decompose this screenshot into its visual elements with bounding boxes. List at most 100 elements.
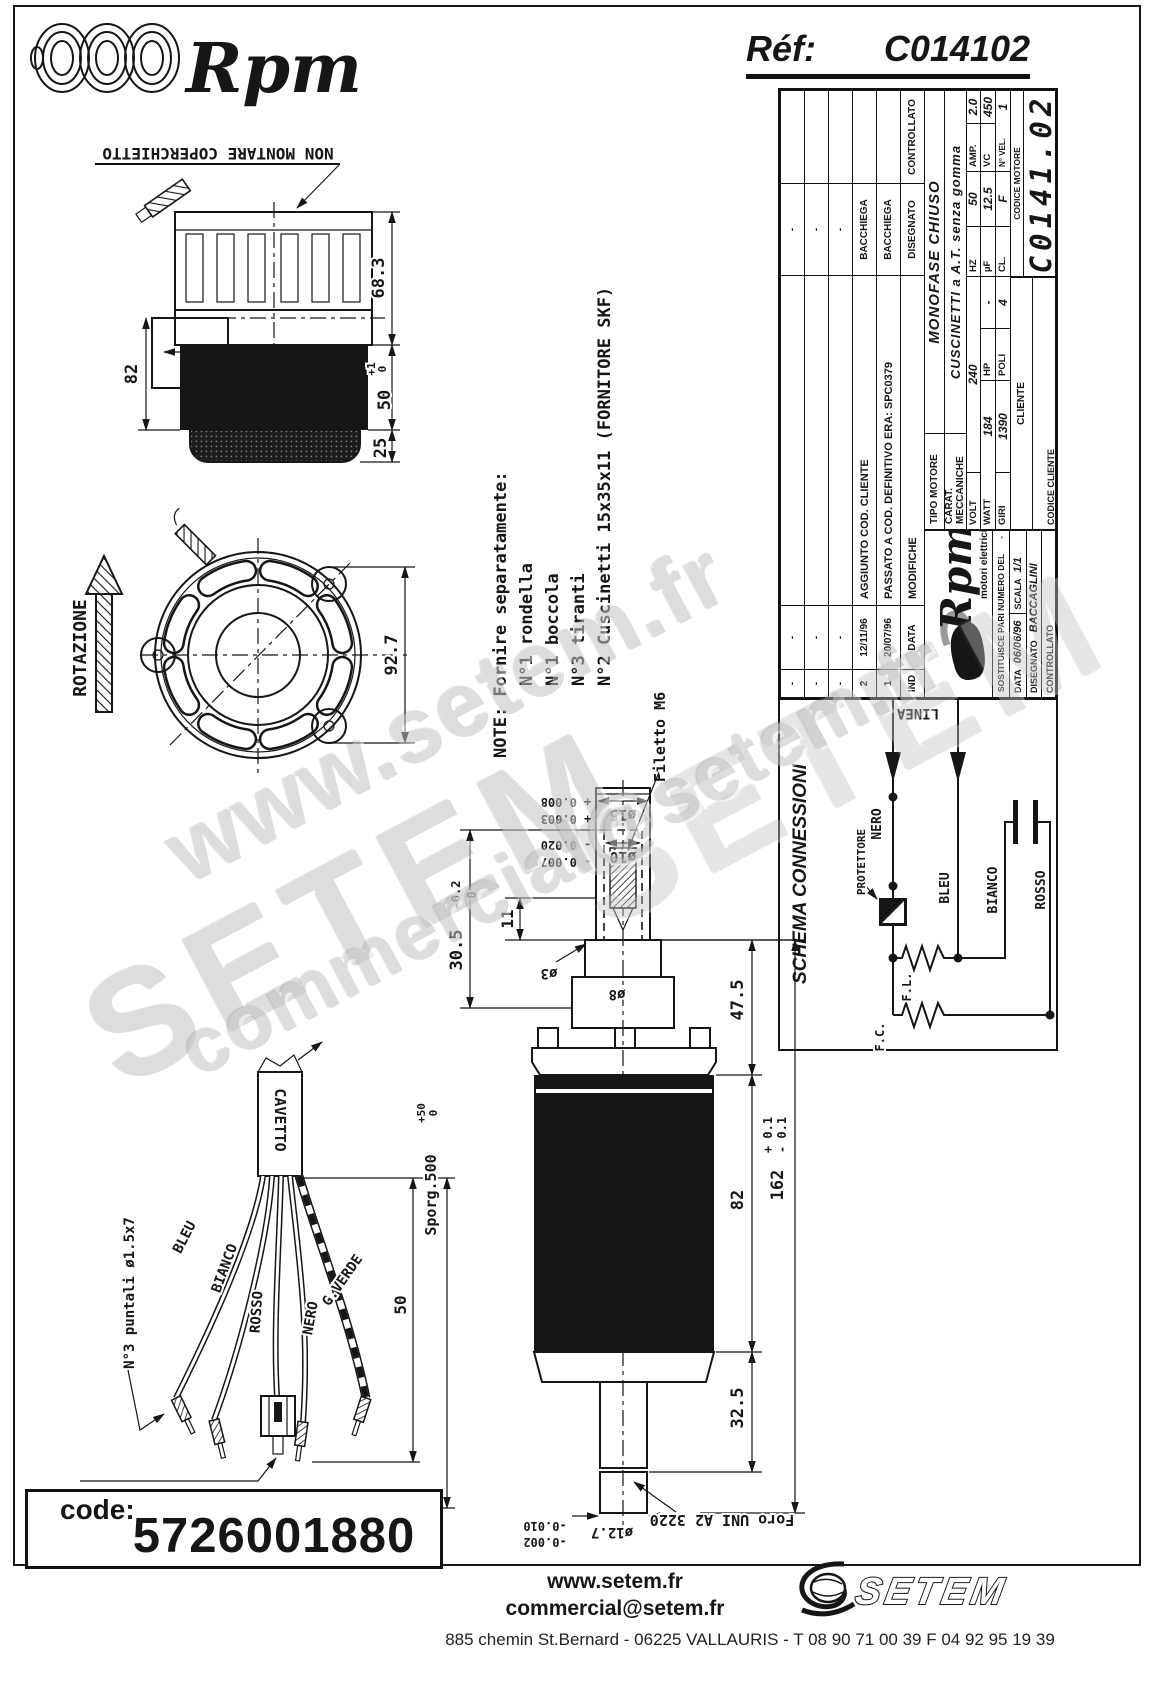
dim-sporg: Sporg.500 — [422, 1154, 440, 1235]
dim-50-tol-hi: +1 — [365, 362, 378, 376]
label-non-montare: NON MONTARE COPERCHIETTO — [102, 144, 333, 163]
codice-cliente-label: CODICE CLIENTE — [1046, 448, 1056, 525]
spec-hz-value: 50 — [966, 171, 981, 226]
spec-nvel-label: N° VEL. — [998, 138, 1008, 167]
disegnato-value: BACCAGLINI — [1028, 563, 1040, 633]
pigtail-side — [135, 178, 192, 224]
rev-data: - — [829, 605, 852, 669]
rev-disegnato: BACCHIEGA — [877, 183, 900, 275]
vent-slots — [162, 559, 354, 751]
rev-data: 12/11/96 — [853, 605, 876, 669]
rev-controllato — [805, 91, 828, 183]
tol-15-lo: + 0.003 — [541, 812, 592, 826]
disegnato-label: DISEGNATO — [1029, 640, 1039, 693]
footer-address: 885 chemin St.Bernard - 06225 VALLAURIS … — [445, 1630, 1055, 1649]
rev-controllato — [877, 91, 900, 183]
spec-poli-label: POLI — [995, 328, 1010, 380]
rev-modifiche — [829, 275, 852, 605]
rev-data: - — [781, 605, 804, 669]
spec-hz-label: HZ — [966, 226, 981, 276]
rev-disegnato: - — [829, 183, 852, 275]
view-cable: CAVETTO BLEU BIANCO ROSSO NERO G.VERDE N… — [80, 1041, 455, 1509]
schema-bleu: BLEU — [938, 872, 953, 903]
rev-controllato — [853, 91, 876, 183]
rev-ind: 1 — [877, 669, 900, 697]
dim-82-main: 82 — [728, 1190, 748, 1210]
revision-row: - - - — [805, 91, 829, 697]
label-rosso: ROSSO — [248, 1290, 267, 1333]
titleblock-rpm-text: Rpm — [932, 531, 981, 632]
rev-header-ind: IND — [901, 669, 924, 697]
tol-10-hi: - 0.020 — [541, 838, 592, 852]
codice-motore-label: CODICE MOTORE — [1011, 91, 1024, 276]
note-title: NOTE: Fornire separatamente: — [491, 471, 511, 758]
code-box: code: 5726001880 — [25, 1489, 443, 1569]
carat-value: CUSCINETTI a A.T. senza gomma — [947, 144, 963, 380]
dim-30: 30.5 — [447, 930, 467, 971]
rev-header-data: DATA — [901, 605, 924, 669]
label-bleu: BLEU — [170, 1219, 200, 1256]
footer-contact: www.setem.fr commercial@setem.fr — [455, 1568, 775, 1622]
dim-25: 25 — [371, 438, 391, 458]
label-filetto-m6: Filetto M6 — [651, 692, 669, 782]
dim-162-tol-hi: + 0.1 — [761, 1117, 775, 1153]
titleblock-rpm-logo: Rpm motori elettrici — [925, 531, 993, 697]
label-puntali: N°3 puntali ø1.5x7 — [122, 1217, 138, 1369]
scala-label: SCALA — [1013, 578, 1023, 610]
dim-162: 162 — [768, 1170, 788, 1201]
schema-rosso: ROSSO — [1034, 870, 1049, 909]
tol-10-lo: - 0.007 — [541, 855, 592, 869]
view-main-motor: ø15 + 0.008 + 0.003 ø10 - 0.020 - 0.007 … — [445, 690, 805, 1551]
dim-sporg-tol-hi: +50 — [415, 1103, 428, 1123]
data-label: DATA — [1013, 669, 1023, 693]
data-value: 06/06/96 — [1012, 620, 1024, 664]
scala-value: 1/1 — [1012, 557, 1024, 573]
rev-data: - — [805, 605, 828, 669]
dim-11: 11 — [498, 909, 517, 928]
ref-label: Réf: — [746, 28, 816, 69]
schema-bianco: BIANCO — [986, 866, 1001, 913]
dim-92: 92.7 — [382, 635, 402, 676]
spec-uf-value: 12.5 — [981, 171, 996, 226]
schema-fc: F.C. — [873, 1023, 887, 1052]
note-item: N°1 rondella — [517, 563, 537, 686]
dim-325: 32.5 — [728, 1388, 748, 1429]
view-side: NON MONTARE COPERCHIETTO 82 68.3 — [95, 144, 400, 463]
title-block: - - - - - - - - - 2 12/11/96 AGGIUNTO CO… — [778, 88, 1058, 700]
note-block: NOTE: Fornire separatamente: N°1 rondell… — [488, 287, 628, 758]
sostituisce-label: SOSTITUISCE PARI NUMERO DEL — [996, 553, 1006, 692]
spec-giri-value: 1390 — [995, 380, 1010, 472]
rev-controllato — [829, 91, 852, 183]
dim-82-side: 82 — [122, 364, 142, 384]
spec-watt-value: 184 — [981, 380, 996, 472]
ref-value: C014102 — [883, 28, 1030, 69]
spec-poli-value: 4 — [995, 276, 1010, 328]
revision-row: - - - — [781, 91, 805, 697]
revision-row: 2 12/11/96 AGGIUNTO COD. CLIENTE BACCHIE… — [853, 91, 877, 697]
dim-50-cable: 50 — [391, 1295, 410, 1314]
rev-ind: - — [829, 669, 852, 697]
controllato-label: CONTROLLATO — [1044, 624, 1055, 693]
dim-50-side: 50 — [375, 390, 395, 410]
dim-68: 68.3 — [369, 258, 389, 299]
note-item: N°3 tiranti — [569, 573, 589, 686]
rev-modifiche: PASSATO A COD. DEFINITIVO ERA: SPC0379 — [877, 275, 900, 605]
tipo-motore-value: MONOFASE CHIUSO — [925, 180, 943, 344]
dim-dia3: ø3 — [541, 965, 558, 981]
rev-modifiche: AGGIUNTO COD. CLIENTE — [853, 275, 876, 605]
label-foro: Foro UNI A2 3220 — [650, 1511, 795, 1529]
spec-hp-value: - — [981, 276, 996, 328]
dim-30-tol-lo: -0.2 — [449, 881, 463, 910]
pigtail-front — [173, 507, 217, 566]
tipo-motore-label: TIPO MOTORE — [925, 433, 944, 529]
dim-dia10: ø10 — [609, 848, 636, 866]
label-cavetto: CAVETTO — [271, 1088, 289, 1151]
dim-475: 47.5 — [728, 980, 748, 1021]
spec-cl-label: CL. — [995, 226, 1010, 276]
sostituisce-value: - — [996, 536, 1006, 539]
spec-volt-label: VOLT — [966, 472, 981, 529]
schema-protettore: PROTETTORE — [855, 829, 868, 895]
schema-linea: LINEA — [896, 705, 939, 721]
rev-header-modifiche: MODIFICHE — [901, 275, 924, 605]
